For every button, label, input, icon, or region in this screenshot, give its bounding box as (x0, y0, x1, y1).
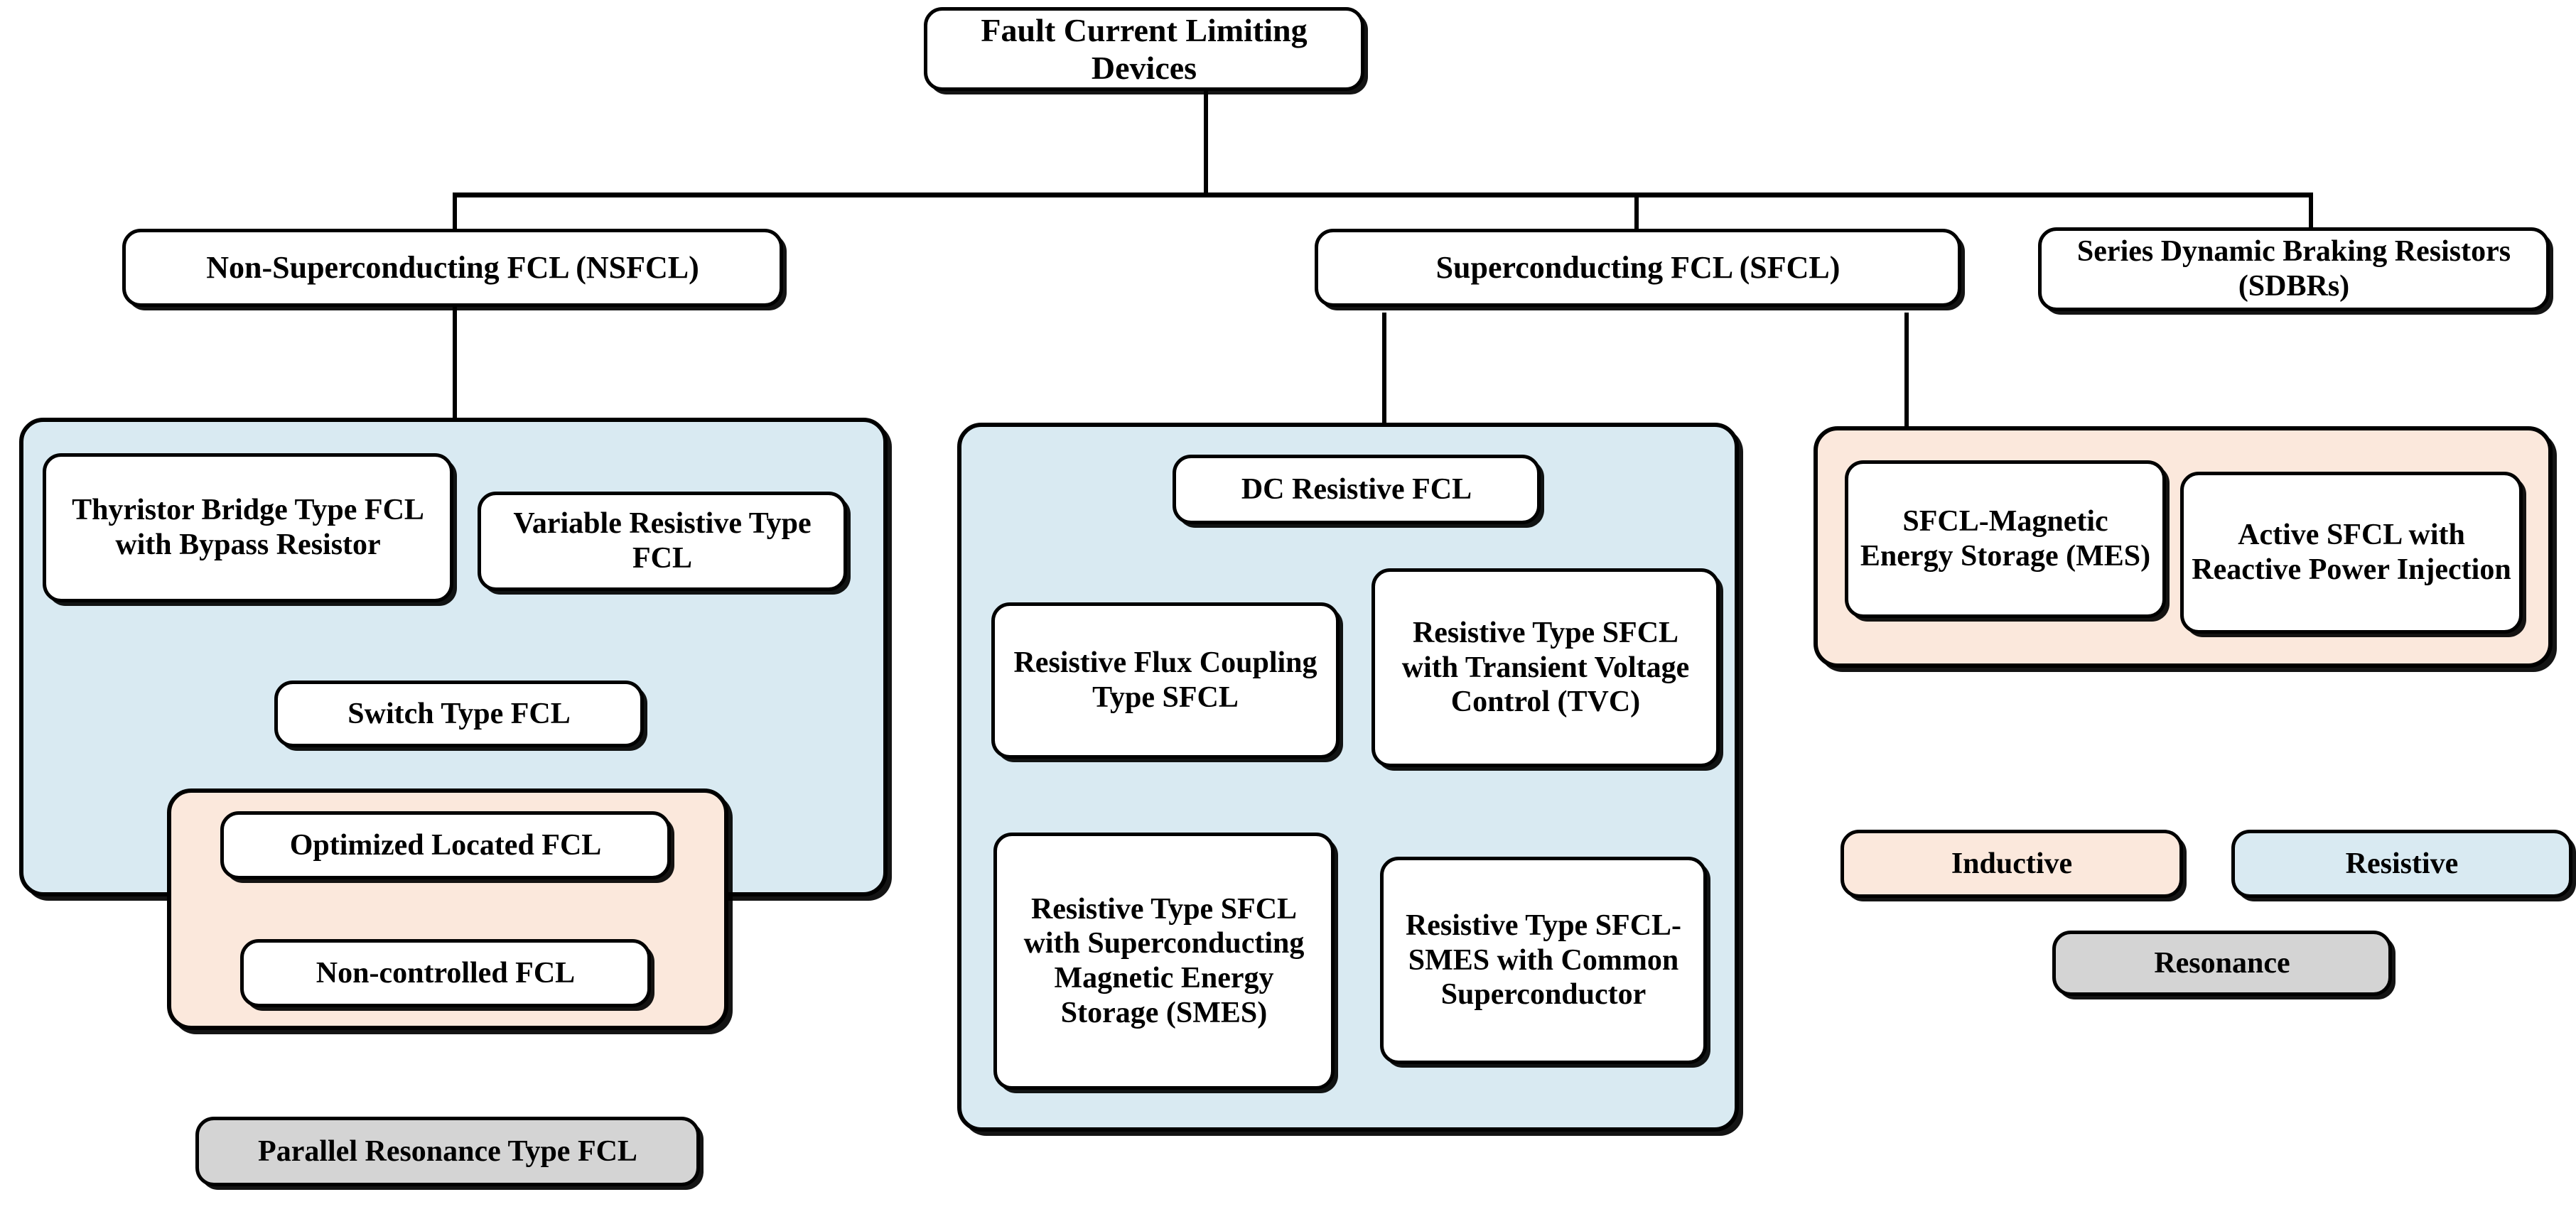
connector-bus-to-nsfcl (453, 193, 457, 235)
legend-label-inductive: Inductive (1951, 847, 2073, 880)
node-label-resistive-type-smes-common: Resistive Type SFCL-SMES with Common Sup… (1405, 909, 1682, 1012)
connector-horizontal-bus (453, 193, 2313, 197)
node-non-controlled-fcl[interactable]: Non-controlled FCL (240, 939, 651, 1007)
node-label-resistive-type-smes: Resistive Type SFCL with Superconducting… (1023, 892, 1305, 1029)
node-optimized-located-fcl[interactable]: Optimized Located FCL (220, 811, 671, 879)
legend-label-resistive: Resistive (2345, 847, 2459, 880)
node-switch-type-fcl[interactable]: Switch Type FCL (274, 681, 644, 747)
legend-item-inductive[interactable]: Inductive (1841, 830, 2183, 898)
node-dc-resistive-fcl[interactable]: DC Resistive FCL (1173, 455, 1541, 524)
node-parallel-resonance-type-fcl[interactable]: Parallel Resonance Type FCL (195, 1117, 700, 1186)
node-label-resistive-type-tvc: Resistive Type SFCL with Transient Volta… (1401, 616, 1690, 719)
node-label-variable-resistive: Variable Resistive Type FCL (513, 507, 812, 575)
node-superconducting-fcl[interactable]: Superconducting FCL (SFCL) (1315, 229, 1961, 307)
node-resistive-type-sfcl-smes[interactable]: Resistive Type SFCL with Superconducting… (993, 833, 1335, 1090)
node-series-dynamic-braking-resistors[interactable]: Series Dynamic Braking Resistors (SDBRs) (2038, 227, 2550, 311)
node-thyristor-bridge-type-fcl[interactable]: Thyristor Bridge Type FCL with Bypass Re… (43, 453, 453, 602)
legend-label-resonance: Resonance (2154, 946, 2290, 980)
node-label-sdbr: Series Dynamic Braking Resistors (SDBRs) (2076, 235, 2511, 303)
node-resistive-type-sfcl-smes-common-superconductor[interactable]: Resistive Type SFCL-SMES with Common Sup… (1380, 857, 1707, 1064)
node-resistive-flux-coupling-type-sfcl[interactable]: Resistive Flux Coupling Type SFCL (991, 602, 1340, 759)
node-label-non-controlled: Non-controlled FCL (316, 956, 576, 990)
node-resistive-type-sfcl-tvc[interactable]: Resistive Type SFCL with Transient Volta… (1371, 568, 1720, 767)
connector-bus-to-sfcl (1634, 193, 1639, 235)
connector-nsfcl-to-group (453, 305, 457, 423)
node-label-sfcl-mes: SFCL-Magnetic Energy Storage (MES) (1860, 505, 2151, 573)
node-variable-resistive-type-fcl[interactable]: Variable Resistive Type FCL (478, 492, 847, 591)
root-node-label: Fault Current Limiting Devices (981, 11, 1308, 86)
connector-root-stem (1204, 44, 1208, 197)
node-label-sfcl: Superconducting FCL (SFCL) (1435, 250, 1841, 286)
node-active-sfcl-reactive-power-injection[interactable]: Active SFCL with Reactive Power Injectio… (2180, 472, 2523, 634)
connector-sfcl-to-resistive-group (1382, 313, 1386, 423)
legend-item-resonance[interactable]: Resonance (2052, 931, 2392, 996)
root-node-fault-current-limiting-devices[interactable]: Fault Current Limiting Devices (924, 7, 1364, 91)
node-non-superconducting-fcl[interactable]: Non-Superconducting FCL (NSFCL) (122, 229, 783, 307)
connector-sfcl-to-inductive-group (1904, 313, 1909, 426)
node-label-optimized-located: Optimized Located FCL (289, 828, 602, 862)
node-label-nsfcl: Non-Superconducting FCL (NSFCL) (206, 250, 699, 286)
node-sfcl-magnetic-energy-storage[interactable]: SFCL-Magnetic Energy Storage (MES) (1845, 460, 2166, 618)
node-label-parallel-resonance: Parallel Resonance Type FCL (258, 1134, 637, 1168)
node-label-active-sfcl: Active SFCL with Reactive Power Injectio… (2192, 519, 2511, 586)
connector-bus-to-sdbr (2309, 193, 2313, 228)
legend-item-resistive[interactable]: Resistive (2231, 830, 2572, 898)
node-label-resistive-flux-coupling: Resistive Flux Coupling Type SFCL (1013, 646, 1317, 714)
node-label-dc-resistive: DC Resistive FCL (1241, 472, 1472, 506)
node-label-thyristor-bridge: Thyristor Bridge Type FCL with Bypass Re… (72, 494, 424, 561)
node-label-switch-type: Switch Type FCL (347, 697, 571, 730)
